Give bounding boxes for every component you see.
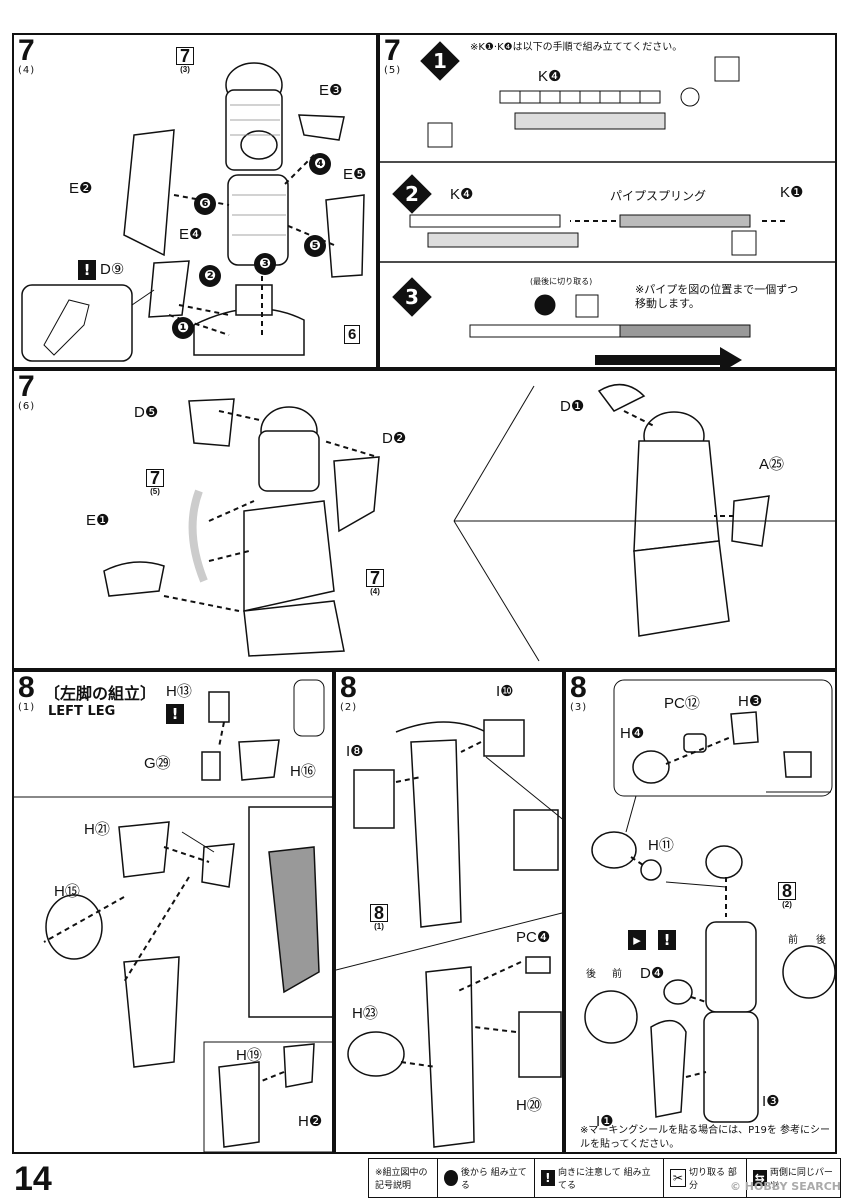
front-label-left: 前 — [612, 969, 622, 980]
part-label-i3: I❸ — [762, 1093, 780, 1110]
step-number: 7 — [384, 34, 401, 67]
step-reference: 7(3) — [176, 47, 195, 74]
step-reference-7-5: 7(5) — [146, 469, 165, 496]
cut-icon: ✂ — [669, 1169, 687, 1187]
step2-part-k4: K❹ — [450, 186, 474, 203]
legend-both-sides: ⇆両側に同じパーツ — [747, 1159, 840, 1197]
caution-icon: ! — [78, 260, 96, 280]
step-number: 8 — [570, 671, 587, 704]
marking-seal-note: ※マーキングシールを貼る場合には、P19を 参考にシールを貼ってください。 — [580, 1125, 831, 1150]
both-sides-icon: ⇆ — [752, 1170, 767, 1186]
step-8-3-drawing — [584, 679, 835, 1123]
step-8-2-panel: 8 (2) I❿ I❽ 8(1) PC❹ H㉓ H⑳ — [334, 670, 564, 1154]
step-reference-8-2: 8(2) — [778, 882, 797, 909]
step-sub: (3) — [570, 702, 588, 713]
step-7-4-drawing — [21, 62, 365, 362]
step-sub: (2) — [340, 702, 358, 713]
part-label-h11: H⑪ — [648, 837, 674, 854]
legend-orientation: !向きに注意して 組み立てる — [535, 1159, 664, 1197]
step-number: 8 — [18, 671, 35, 704]
part-label-a25: A㉕ — [759, 456, 785, 473]
legend-cut-part: ✂切り取る 部分 — [664, 1159, 747, 1197]
step-8-1-drawing — [14, 679, 332, 1152]
caution-icon: ! — [658, 930, 676, 950]
part-label-e4: E❹ — [179, 226, 203, 243]
part-label-e5: E❺ — [343, 166, 367, 183]
part-label-d4: D❹ — [640, 965, 665, 982]
step-reference-7-4: 7(4) — [366, 569, 385, 596]
part-label-6: 6 — [344, 325, 361, 344]
step-7-6-drawing — [103, 383, 835, 662]
step-8-3-panel: 8 (3) PC⑫ H❸ H❹ H⑪ 8(2) ▸ — [564, 670, 837, 1154]
step2-pipe-spring: パイプスプリング — [610, 189, 707, 203]
assemble-later-icon — [443, 1170, 458, 1186]
step-8-1-panel: 8 (1) 〔左脚の組立〕 LEFT LEG ! H⑬ G㉙ H⑯ H㉑ H⑮ … — [12, 670, 334, 1154]
part-label-h19: H⑲ — [236, 1047, 262, 1064]
step-number: 7 — [18, 370, 35, 403]
part-label-h3: H❸ — [738, 693, 763, 710]
part-label-e3: E❸ — [319, 82, 343, 99]
arrow-number-3: ❸ — [254, 253, 276, 275]
left-leg-title-jp: 〔左脚の組立〕 — [44, 684, 157, 703]
arrow-number-1: ❶ — [172, 317, 194, 339]
step-sub: (6) — [18, 401, 36, 412]
part-label-h20: H⑳ — [516, 1097, 542, 1114]
step1-note: ※K❶·K❹は以下の手順で組み立ててください。 — [470, 42, 683, 53]
part-label-d5: D❺ — [134, 404, 159, 421]
caution-icon: ! — [540, 1170, 555, 1186]
arrow-number-5: ❺ — [304, 235, 326, 257]
legend-title: ※組立図中の 記号説明 — [369, 1159, 438, 1197]
step-7-4-panel: 7 (4) 7(3) — [12, 33, 378, 369]
step-sub: (1) — [18, 702, 36, 713]
left-leg-title-en: LEFT LEG — [48, 704, 116, 719]
caution-icon: ! — [166, 704, 184, 724]
step3-move-note: ※パイプを図の位置まで一個ずつ 移動します。 — [635, 283, 799, 310]
part-label-h2: H❷ — [298, 1113, 323, 1130]
legend-assemble-later: 後から 組み立てる — [438, 1159, 535, 1197]
back-label-right: 後 — [816, 935, 826, 946]
part-label-h15: H⑮ — [54, 883, 80, 900]
part-label-g29: G㉙ — [144, 755, 171, 772]
step-7-6-panel: 7 (6) D❺ D❷ E❶ D❶ A㉕ — [12, 369, 837, 670]
step3-cut-last-note: (最後に切り取る) — [530, 277, 593, 286]
part-label-e2: E❷ — [69, 180, 93, 197]
part-label-i8: I❽ — [346, 743, 364, 760]
symbol-legend: ※組立図中の 記号説明 後から 組み立てる !向きに注意して 組み立てる ✂切り… — [368, 1158, 841, 1198]
part-label-d2: D❷ — [382, 430, 407, 447]
back-label-left: 後 — [586, 969, 596, 980]
part-label-i10: I❿ — [496, 683, 514, 700]
step-sub: (4) — [18, 65, 36, 76]
step2-part-k1: K❶ — [780, 184, 804, 201]
orientation-icon: ▸ — [628, 930, 646, 950]
step-7-5-panel: 7 (5) 1 ※K❶·K❹は以下の手順で組み立ててください。 K❹ — [378, 33, 837, 369]
step-sub: (5) — [384, 65, 402, 76]
part-label-pc4: PC❹ — [516, 929, 551, 946]
part-label-h16: H⑯ — [290, 763, 316, 780]
arrow-number-6: ❻ — [194, 193, 216, 215]
part-label-h23: H㉓ — [352, 1005, 378, 1022]
part-label-e1: E❶ — [86, 512, 110, 529]
part-label-h4: H❹ — [620, 725, 645, 742]
step-reference-8-1: 8(1) — [370, 904, 389, 931]
front-label-right: 前 — [788, 935, 798, 946]
part-label-i1: I❶ — [596, 1113, 614, 1130]
arrow-number-4: ❹ — [309, 153, 331, 175]
watermark: © HOBBY SEARCH — [729, 1180, 841, 1193]
step-7-5-drawing — [380, 56, 835, 367]
part-label-h13: H⑬ — [166, 683, 192, 700]
step-number: 7 — [18, 34, 35, 67]
part-label-h21: H㉑ — [84, 821, 110, 838]
step-number: 8 — [340, 671, 357, 704]
page-number: 14 — [14, 1160, 52, 1198]
part-label-d1: D❶ — [560, 398, 585, 415]
part-label-d9: D⑨ — [100, 261, 125, 278]
step-8-2-drawing — [336, 719, 562, 1148]
arrow-number-2: ❷ — [199, 265, 221, 287]
step1-part-k4: K❹ — [538, 68, 562, 85]
part-label-pc12: PC⑫ — [664, 695, 700, 712]
